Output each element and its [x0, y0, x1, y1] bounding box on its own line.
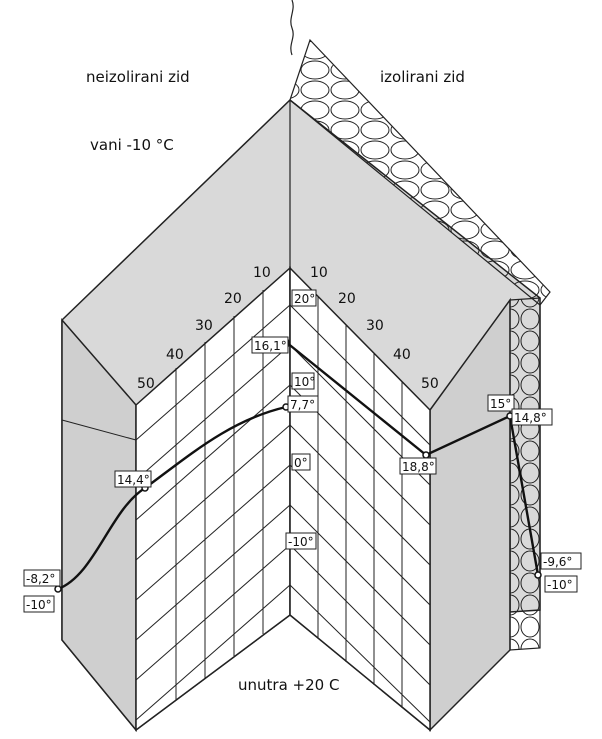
break-line: [290, 0, 294, 56]
svg-text:-10°: -10°: [547, 578, 573, 592]
center-scale-10: 10°: [291, 372, 315, 390]
left-scale-20: 20: [224, 291, 242, 307]
left-grid-diagonals: [135, 304, 291, 721]
left-scale-40: 40: [166, 347, 184, 363]
right-scale-30: 30: [366, 318, 384, 334]
svg-text:7,7°: 7,7°: [290, 398, 315, 412]
svg-text:20°: 20°: [294, 292, 315, 306]
outside-label: vani -10 °C: [90, 136, 174, 154]
svg-text:-8,2°: -8,2°: [26, 572, 55, 586]
svg-text:-10°: -10°: [288, 535, 314, 549]
svg-text:-9,6°: -9,6°: [543, 555, 572, 569]
point-right-outer: -9,6°: [540, 552, 582, 570]
right-wall-label: izolirani zid: [380, 68, 465, 86]
point-left-outer: -8,2°: [23, 569, 61, 587]
left-wall-label: neizolirani zid: [86, 68, 190, 86]
inside-label: unutra +20 C: [238, 676, 339, 694]
center-scale-0: 0°: [291, 453, 311, 471]
right-scale-50: 50: [421, 376, 439, 392]
right-scale-20: 20: [338, 291, 356, 307]
svg-text:0°: 0°: [294, 456, 308, 470]
temperature-curve-right: [285, 341, 540, 576]
insulation-right: [509, 297, 541, 651]
point-right-insul-inner-value: 14,8°: [511, 408, 553, 426]
insulation-top: [289, 38, 551, 306]
right-scale-40: 40: [393, 347, 411, 363]
svg-text:10°: 10°: [294, 375, 315, 389]
point-corner-upper: 16,1°: [251, 336, 289, 354]
center-scale-minus10: -10°: [285, 532, 317, 550]
right-grid-diagonals: [289, 304, 431, 723]
right-scale-10: 10: [310, 265, 328, 281]
left-scale-10: 10: [253, 265, 271, 281]
svg-text:15°: 15°: [490, 397, 511, 411]
point-right-outer-ref: -10°: [544, 575, 578, 593]
point-left-mid: 14,4°: [114, 470, 152, 488]
svg-text:14,8°: 14,8°: [514, 411, 547, 425]
point-right-insul-inner: 15°: [487, 394, 515, 412]
point-left-outer-ref: -10°: [23, 595, 55, 613]
svg-text:-10°: -10°: [26, 598, 52, 612]
point-corner-lower: 7,7°: [287, 395, 319, 413]
center-scale-20: 20°: [291, 289, 317, 307]
svg-text:14,4°: 14,4°: [117, 473, 150, 487]
point-right-mid: 18,8°: [399, 457, 437, 475]
svg-text:16,1°: 16,1°: [254, 339, 287, 353]
left-scale-50: 50: [137, 376, 155, 392]
svg-text:18,8°: 18,8°: [402, 460, 435, 474]
outer-face-lines: [61, 419, 137, 441]
left-scale-30: 30: [195, 318, 213, 334]
